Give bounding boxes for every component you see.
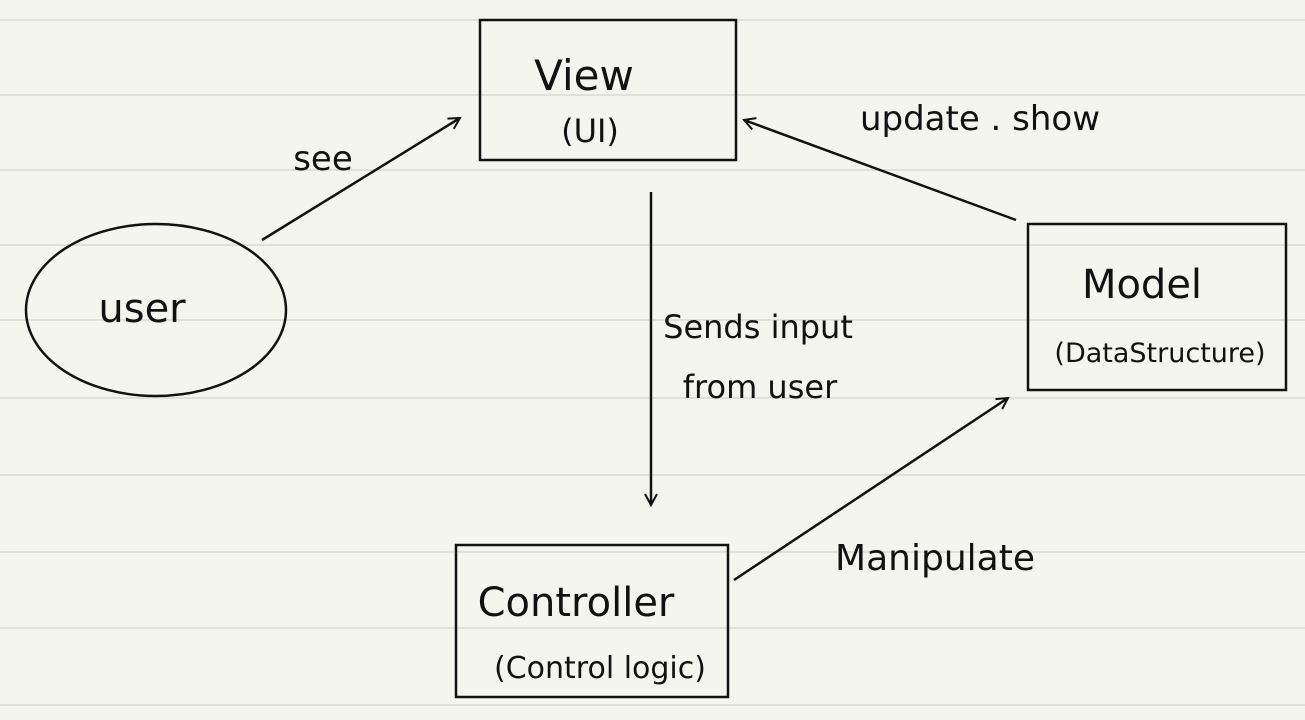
label-see: see <box>293 139 353 179</box>
model-node: Model (DataStructure) <box>1026 222 1288 392</box>
ruled-lines <box>0 19 1305 706</box>
edge-controller-to-model: Manipulate <box>733 398 1035 582</box>
view-node: View (UI) <box>478 18 738 162</box>
label-update-show: update . show <box>860 99 1100 139</box>
user-ellipse <box>24 222 288 398</box>
user-label: user <box>98 286 186 332</box>
controller-box <box>454 543 730 699</box>
view-box <box>478 18 738 162</box>
label-manipulate: Manipulate <box>835 538 1035 579</box>
arrow-user-to-view <box>261 118 460 242</box>
edge-model-to-view: update . show <box>744 99 1100 222</box>
controller-title: Controller <box>478 580 675 626</box>
model-subtitle: (DataStructure) <box>1054 338 1265 369</box>
edge-user-to-view: see <box>261 118 460 242</box>
view-subtitle: (UI) <box>561 112 619 150</box>
arrow-controller-to-model <box>733 398 1008 582</box>
label-from-user: from user <box>683 368 838 406</box>
view-title: View <box>534 51 634 100</box>
controller-node: Controller (Control logic) <box>454 543 730 699</box>
user-node: user <box>24 222 288 398</box>
arrow-model-to-view <box>744 120 1017 222</box>
model-box <box>1026 222 1288 392</box>
label-sends-input: Sends input <box>663 308 853 346</box>
controller-subtitle: (Control logic) <box>494 651 706 686</box>
model-title: Model <box>1082 262 1202 308</box>
edge-view-to-controller: Sends input from user <box>651 192 853 505</box>
